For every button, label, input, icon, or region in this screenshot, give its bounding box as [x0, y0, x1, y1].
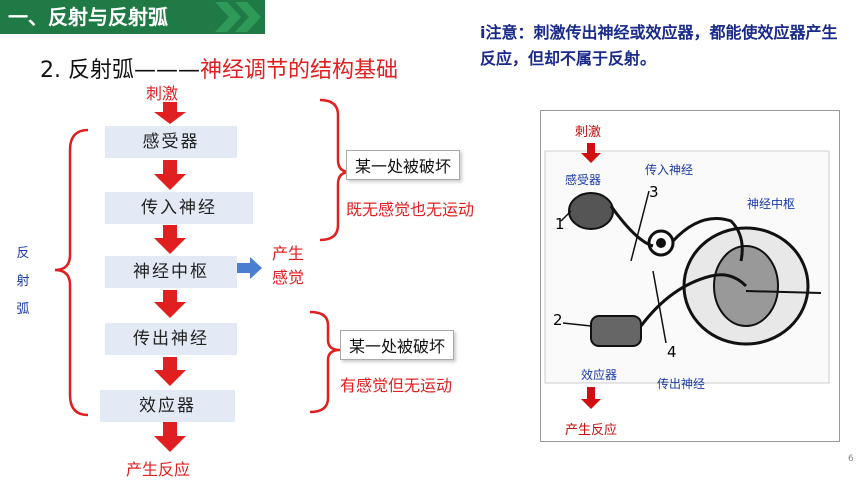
flow-step-afferent: 传入神经: [105, 192, 253, 224]
page-number: 6: [848, 454, 854, 464]
chevron-decoration-icon: [215, 2, 261, 32]
figure-efferent: 传出神经: [657, 377, 706, 391]
subtitle-highlight: 神经调节的结构基础: [199, 58, 398, 83]
arrow-down-icon: [154, 225, 186, 254]
arc-brace-icon: [54, 128, 89, 417]
reflex-arc-drawing: [544, 143, 830, 409]
subtitle-prefix: 2. 反射弧———: [40, 58, 200, 83]
arrow-down-icon: [154, 160, 186, 190]
figure-num-2: 2: [553, 311, 563, 329]
figure-receptor: 感受器: [565, 173, 602, 187]
section-subtitle: 2. 反射弧———神经调节的结构基础: [40, 52, 398, 84]
lower-result: 有感觉但无运动: [340, 376, 453, 395]
reflex-arc-figure: 刺激 感受器 传入神经 神经中枢 效应器 传出神经 产生反应 1 2 3 4: [540, 110, 840, 442]
arc-label: 反射弧: [16, 246, 30, 317]
lower-damage-box: 某一处被破坏: [340, 330, 455, 360]
receptor-shape: [568, 192, 614, 230]
sensation-label: 产生感觉: [271, 244, 304, 287]
arrow-down-icon: [154, 357, 186, 386]
figure-effector: 效应器: [581, 368, 618, 382]
response-arrow-icon: [581, 387, 601, 409]
upper-result: 既无感觉也无运动: [346, 200, 475, 219]
figure-center: 神经中枢: [747, 197, 796, 211]
upper-damage-box: 某一处被破坏: [346, 150, 461, 180]
figure-afferent: 传入神经: [645, 163, 694, 177]
flow-step-center: 神经中枢: [105, 256, 237, 288]
figure-num-4: 4: [667, 343, 677, 361]
arrow-down-icon: [154, 290, 186, 318]
arrow-down-icon: [154, 422, 186, 452]
arrow-down-icon: [154, 102, 186, 124]
effector-shape: [590, 315, 642, 347]
figure-stimulus: 刺激: [575, 125, 602, 140]
flow-stimulus: 刺激: [146, 84, 179, 103]
flow-response: 产生反应: [126, 460, 191, 479]
figure-num-1: 1: [555, 215, 565, 233]
arrow-right-icon: [236, 257, 262, 279]
lower-brace-icon: [309, 310, 341, 414]
flow-step-receptor: 感受器: [105, 126, 237, 158]
attention-note: i注意：刺激传出神经或效应器，都能使效应器产生反应，但却不属于反射。: [480, 23, 838, 68]
stimulus-arrow-icon: [581, 143, 601, 163]
flow-step-effector: 效应器: [100, 390, 235, 422]
flow-step-efferent: 传出神经: [105, 323, 237, 355]
figure-response: 产生反应: [565, 423, 618, 438]
figure-num-3: 3: [649, 183, 659, 201]
